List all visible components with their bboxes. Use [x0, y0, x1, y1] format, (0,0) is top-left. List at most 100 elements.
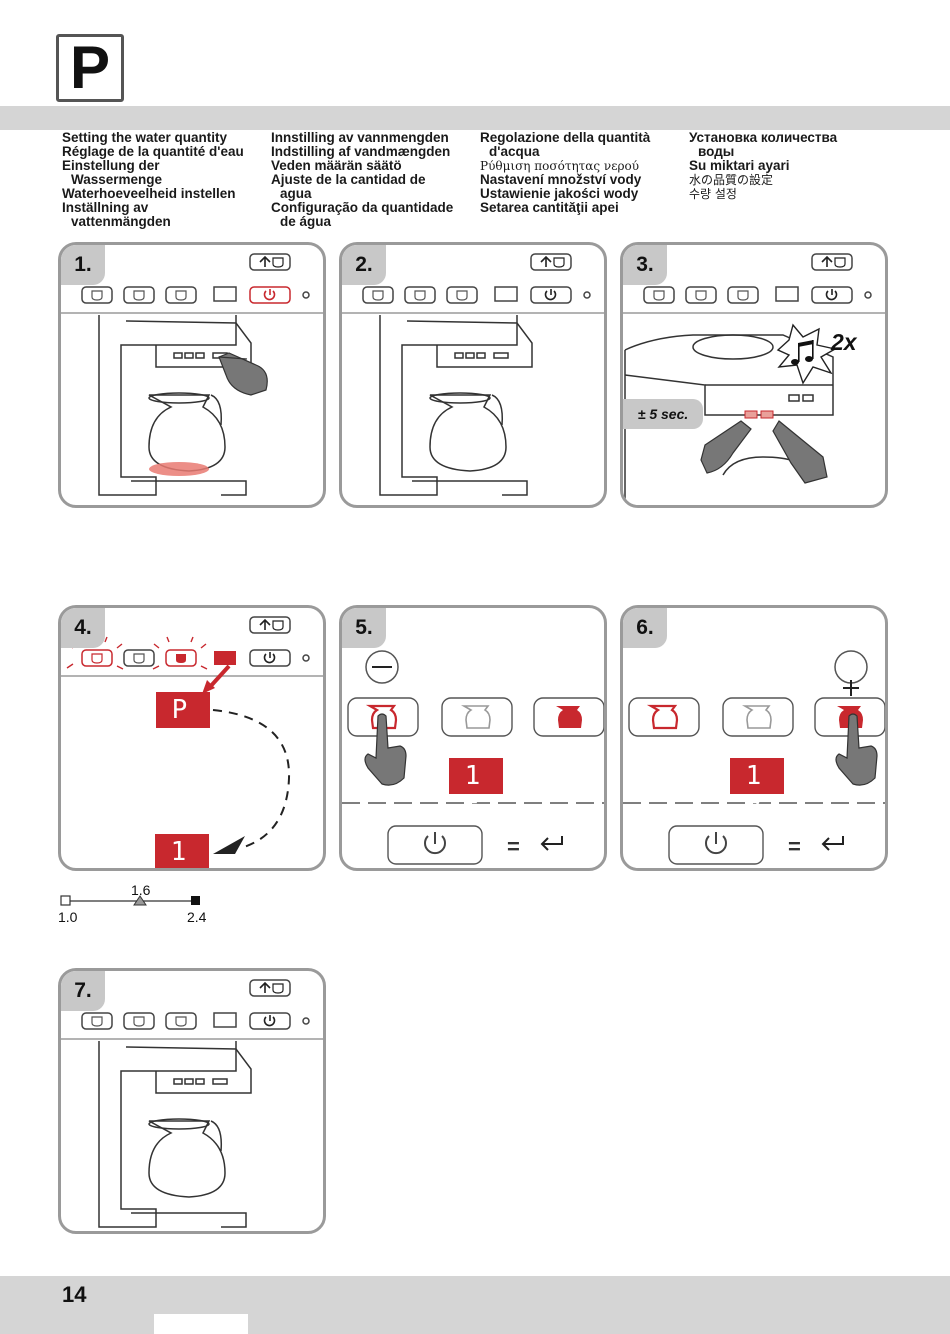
- title-da: Indstilling af vandmængden: [271, 144, 451, 159]
- title-it: Regolazione della quantità: [480, 130, 651, 145]
- hand-pointer-icon: [835, 713, 878, 786]
- enter-arrow-icon: [821, 836, 844, 851]
- jug-small-icon: [365, 704, 398, 730]
- step-7-illustration: [61, 979, 323, 1228]
- jug-large-icon: [176, 654, 186, 663]
- step-5-illustration: [342, 650, 604, 865]
- power-icon: [424, 832, 446, 855]
- title-pt-cont: de água: [280, 214, 332, 229]
- scale-max-marker: [191, 896, 200, 905]
- display-value: 1 7: [730, 758, 784, 827]
- step-3-label: 3.: [623, 245, 667, 285]
- arrow-up-jug-icon: [259, 618, 271, 630]
- hand-pointer-icon: [218, 352, 268, 396]
- title-ro: Setarea cantităţii apei: [480, 200, 619, 215]
- step-7-panel: 7.: [58, 968, 326, 1234]
- title-fr: Réglage de la quantité d'eau: [62, 144, 244, 159]
- plus-icon: [843, 680, 859, 696]
- hand-pointer-icon: [700, 420, 828, 484]
- step-5-label: 5.: [342, 608, 386, 648]
- section-letter: P: [56, 34, 124, 102]
- language-column-3: Regolazione della quantità d'acqua Ρύθμι…: [480, 131, 650, 215]
- title-no: Innstilling av vannmengden: [271, 130, 449, 145]
- step-3-illustration: [623, 253, 885, 505]
- language-column-1: Setting the water quantity Réglage de la…: [62, 131, 244, 229]
- equals-sign: =: [507, 834, 520, 859]
- step-1-illustration: [61, 253, 323, 496]
- jug-small-icon: [646, 704, 679, 730]
- power-icon: [263, 289, 276, 301]
- title-es-cont: agua: [280, 186, 312, 201]
- title-es: Ajuste de la cantidad de: [271, 172, 426, 187]
- title-ko: 수량 설정: [689, 187, 737, 201]
- step-5-panel: 5. 1 5 =: [339, 605, 607, 871]
- step-1-panel: 1.: [58, 242, 326, 508]
- duration-badge: ± 5 sec.: [623, 399, 703, 429]
- power-icon: [825, 289, 838, 301]
- arrow-up-jug-icon: [540, 255, 552, 267]
- step-2-illustration: [342, 253, 604, 496]
- title-cs: Nastavení množství vody: [480, 172, 642, 187]
- plus-button: [834, 650, 868, 684]
- title-it-cont: d'acqua: [489, 144, 540, 159]
- title-tr: Su miktari ayari: [689, 158, 790, 173]
- power-icon: [544, 289, 557, 301]
- jug-medium-icon: [741, 705, 772, 729]
- footer-strip: [154, 1314, 248, 1334]
- title-en: Setting the water quantity: [62, 130, 228, 145]
- power-icon: [705, 832, 727, 855]
- scale-max-label: 2.4: [187, 909, 207, 925]
- step-2-panel: 2.: [339, 242, 607, 508]
- power-icon: [263, 1015, 276, 1027]
- medium-jug-button: [441, 697, 513, 737]
- small-jug-button: [628, 697, 700, 737]
- title-fi: Veden määrän säätö: [271, 158, 402, 173]
- jug-large-icon: [556, 706, 582, 728]
- title-sv: Inställning av: [62, 200, 149, 215]
- display-value: 1 5: [449, 758, 503, 827]
- step-6-panel: 6. 1 7 =: [620, 605, 888, 871]
- title-el: Ρύθμιση ποσότητας νερού: [480, 159, 640, 173]
- scale-mid-label: 1.6: [131, 882, 151, 898]
- arrow-up-jug-icon: [259, 255, 271, 267]
- step-4-label: 4.: [61, 608, 105, 648]
- step-4-panel: 4. P 1 1 6: [58, 605, 326, 871]
- footer-band: [0, 1276, 950, 1334]
- page-number: 14: [62, 1282, 87, 1307]
- power-button: [668, 825, 764, 865]
- title-ru: Установка количества: [689, 130, 838, 145]
- arrow-up-jug-icon: [821, 255, 833, 267]
- hand-pointer-icon: [364, 713, 407, 786]
- jug-medium-icon: [133, 653, 145, 664]
- display-end: 1 6: [155, 834, 209, 868]
- music-note-icon: [791, 340, 814, 365]
- header-band: [0, 106, 950, 130]
- step-1-label: 1.: [61, 245, 105, 285]
- step-7-label: 7.: [61, 971, 105, 1011]
- display-start: P 1: [156, 692, 210, 761]
- language-column-4: Установка количества воды Su miktari aya…: [689, 130, 838, 202]
- step-6-illustration: [623, 650, 885, 865]
- scale-min-marker: [60, 895, 71, 906]
- equals-sign: =: [788, 834, 801, 859]
- title-de: Einstellung der: [62, 158, 160, 173]
- title-pl: Ustawienie jakości wody: [480, 186, 639, 201]
- step-2-label: 2.: [342, 245, 386, 285]
- title-nl: Waterhoeveelheid instellen: [62, 186, 236, 201]
- quantity-scale: [60, 895, 200, 906]
- alert-burst-icon: [776, 323, 837, 385]
- title-sv-cont: vattenmängden: [71, 214, 171, 229]
- enter-arrow-icon: [540, 836, 563, 851]
- step-6-label: 6.: [623, 608, 667, 648]
- title-pt: Configuração da quantidade: [271, 200, 454, 215]
- jug-medium-icon: [460, 705, 491, 729]
- title-ru-cont: воды: [698, 144, 735, 159]
- repeat-count: 2x: [831, 329, 857, 355]
- arrow-up-jug-icon: [259, 981, 271, 993]
- scale-min-label: 1.0: [58, 909, 78, 925]
- scale-current-marker: [133, 895, 147, 906]
- title-ja: 水の品質の設定: [689, 173, 774, 187]
- language-column-2: Innstilling av vannmengden Indstilling a…: [271, 131, 453, 229]
- power-icon: [263, 652, 276, 664]
- step-3-panel: 3. ± 5 sec. 2x: [620, 242, 888, 508]
